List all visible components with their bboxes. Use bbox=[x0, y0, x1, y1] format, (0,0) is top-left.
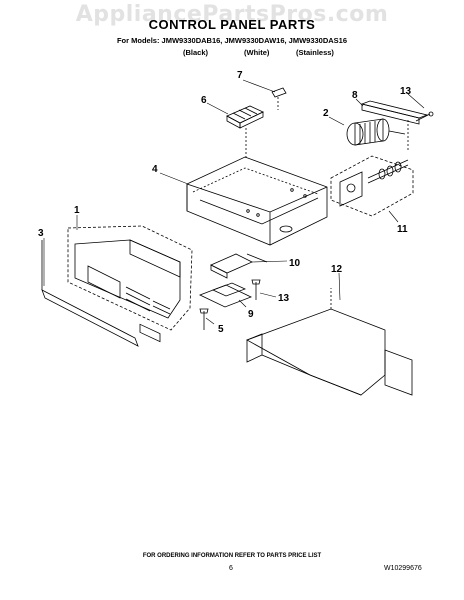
callout-13-top: 13 bbox=[400, 86, 412, 97]
part-terminal-block bbox=[226, 105, 264, 158]
part-screw-middle bbox=[251, 279, 261, 300]
callout-3: 3 bbox=[38, 228, 44, 239]
callout-6: 6 bbox=[201, 95, 207, 106]
callout-7: 7 bbox=[237, 70, 243, 81]
part-plate bbox=[210, 253, 268, 279]
callout-2: 2 bbox=[323, 108, 329, 119]
callout-8: 8 bbox=[352, 90, 358, 101]
part-trim-strip bbox=[41, 240, 139, 347]
part-bracket bbox=[360, 100, 429, 150]
watermark: AppliancePartsPros.com bbox=[75, 2, 389, 27]
callout-13-middle: 13 bbox=[278, 293, 290, 304]
callout-11: 11 bbox=[397, 224, 408, 235]
callout-1: 1 bbox=[74, 205, 80, 216]
part-housing bbox=[186, 156, 328, 246]
part-screw-5 bbox=[199, 308, 209, 330]
page-number: 6 bbox=[229, 565, 233, 572]
variant-white: (White) bbox=[244, 48, 270, 57]
part-frame bbox=[246, 288, 413, 396]
callout-5: 5 bbox=[218, 324, 224, 335]
part-blower-assembly bbox=[330, 155, 414, 217]
part-screw-top bbox=[415, 111, 434, 122]
leader-lines bbox=[43, 79, 425, 325]
ordering-note: FOR ORDERING INFORMATION REFER TO PARTS … bbox=[142, 553, 322, 559]
models-line: For Models: JMW9330DAB16, JMW9330DAW16, … bbox=[116, 36, 348, 45]
callout-labels: 1 2 3 4 5 6 7 8 9 10 11 12 13 13 bbox=[38, 70, 412, 335]
callout-10: 10 bbox=[289, 258, 301, 269]
variant-stainless: (Stainless) bbox=[296, 48, 334, 57]
part-clip bbox=[271, 87, 287, 110]
page-title: CONTROL PANEL PARTS bbox=[148, 17, 316, 32]
part-blower-motor bbox=[346, 118, 406, 146]
callout-4: 4 bbox=[152, 164, 158, 175]
part-control-panel bbox=[67, 225, 193, 343]
document-number: W10299676 bbox=[384, 565, 422, 572]
variant-black: (Black) bbox=[183, 48, 209, 57]
callout-9: 9 bbox=[248, 309, 254, 320]
callout-12: 12 bbox=[331, 264, 343, 275]
part-bracket-plate bbox=[198, 282, 253, 308]
